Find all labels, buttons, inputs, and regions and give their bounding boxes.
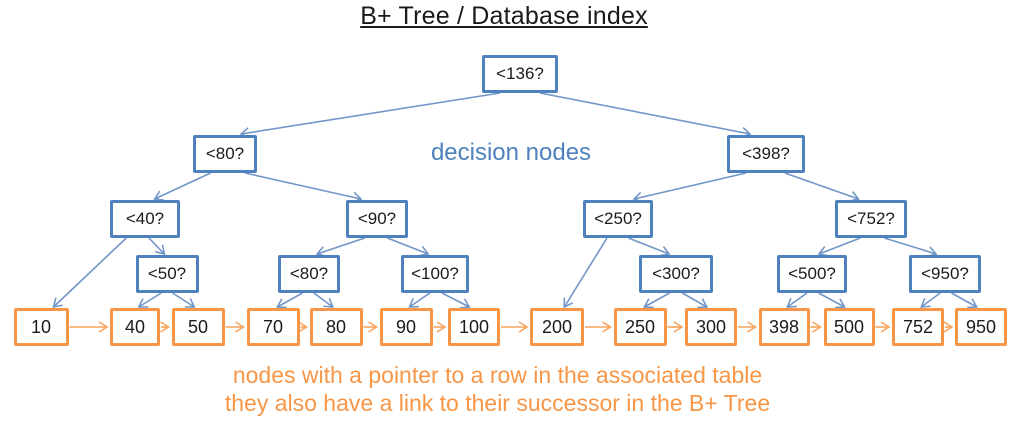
tree-edge-d40-l10 — [52, 237, 127, 309]
decision-node-80: <80? — [193, 135, 257, 173]
leaf-node-10: 10 — [13, 308, 69, 346]
tree-edge-d136-d80 — [239, 92, 501, 139]
tree-edge-d80b-l80 — [313, 292, 334, 308]
leaf-node-90: 90 — [379, 308, 433, 346]
tree-edge-d80-d40 — [153, 172, 211, 201]
leaf-node-200: 200 — [530, 308, 584, 346]
tree-edge-d100-l90 — [408, 292, 431, 308]
leaf-caption: nodes with a pointer to a row in the ass… — [0, 361, 995, 417]
tree-edge-d398-d250 — [632, 172, 747, 203]
tree-edge-d90-d80b — [315, 237, 366, 257]
tree-edge-d40-d50 — [148, 237, 166, 256]
tree-edge-d300-l300 — [681, 292, 709, 309]
tree-edge-d90-d100 — [387, 237, 430, 257]
decision-node-752: <752? — [835, 200, 907, 238]
tree-edge-d80-d90 — [244, 172, 363, 203]
leaf-node-250: 250 — [613, 308, 667, 346]
tree-edge-d752-d950 — [884, 237, 938, 258]
decision-node-136: <136? — [482, 55, 558, 93]
leaf-node-70: 70 — [246, 308, 300, 346]
leaf-node-100: 100 — [448, 308, 500, 346]
leaf-node-398: 398 — [758, 308, 810, 346]
leaf-node-752: 752 — [892, 308, 944, 346]
tree-edge-d752-d500 — [817, 237, 861, 257]
tree-edge-d950-l752 — [920, 292, 941, 308]
decision-nodes-label: decision nodes — [430, 139, 592, 166]
decision-node-40: <40? — [110, 200, 180, 238]
tree-edge-d300-l250 — [643, 292, 670, 309]
tree-edge-d250-l200 — [563, 237, 608, 309]
decision-node-100: <100? — [401, 255, 469, 293]
tree-edge-d100-l100 — [441, 292, 471, 309]
tree-edge-d250-d300 — [628, 237, 671, 257]
leaf-node-950: 950 — [955, 308, 1007, 346]
decision-node-300: <300? — [639, 255, 713, 293]
leaf-node-50: 50 — [171, 308, 225, 346]
tree-edge-d500-l500 — [818, 292, 846, 309]
tree-edge-d80b-l70 — [276, 292, 303, 309]
tree-edge-d50-l50 — [172, 292, 196, 308]
decision-node-250: <250? — [583, 200, 653, 238]
decision-node-950: <950? — [909, 255, 981, 293]
decision-node-398: <398? — [727, 135, 805, 173]
tree-edge-d950-l950 — [951, 292, 978, 309]
decision-node-90: <90? — [346, 200, 408, 238]
tree-edge-d398-d752 — [784, 172, 860, 202]
leaf-node-80: 80 — [309, 308, 363, 346]
decision-node-50: <50? — [135, 255, 199, 293]
leaf-node-300: 300 — [685, 308, 737, 346]
decision-node-500: <500? — [777, 255, 847, 293]
decision-node-80: <80? — [278, 255, 340, 293]
tree-edge-d136-d398 — [539, 92, 752, 139]
tree-edge-d500-l398 — [786, 292, 808, 308]
caption-line-1: nodes with a pointer to a row in the ass… — [232, 362, 763, 388]
leaf-node-500: 500 — [823, 308, 875, 346]
diagram-title: B+ Tree / Database index — [360, 2, 648, 30]
caption-line-2: they also have a link to their successor… — [224, 390, 771, 416]
leaf-node-40: 40 — [110, 308, 160, 346]
tree-edge-d50-l40 — [137, 292, 162, 308]
